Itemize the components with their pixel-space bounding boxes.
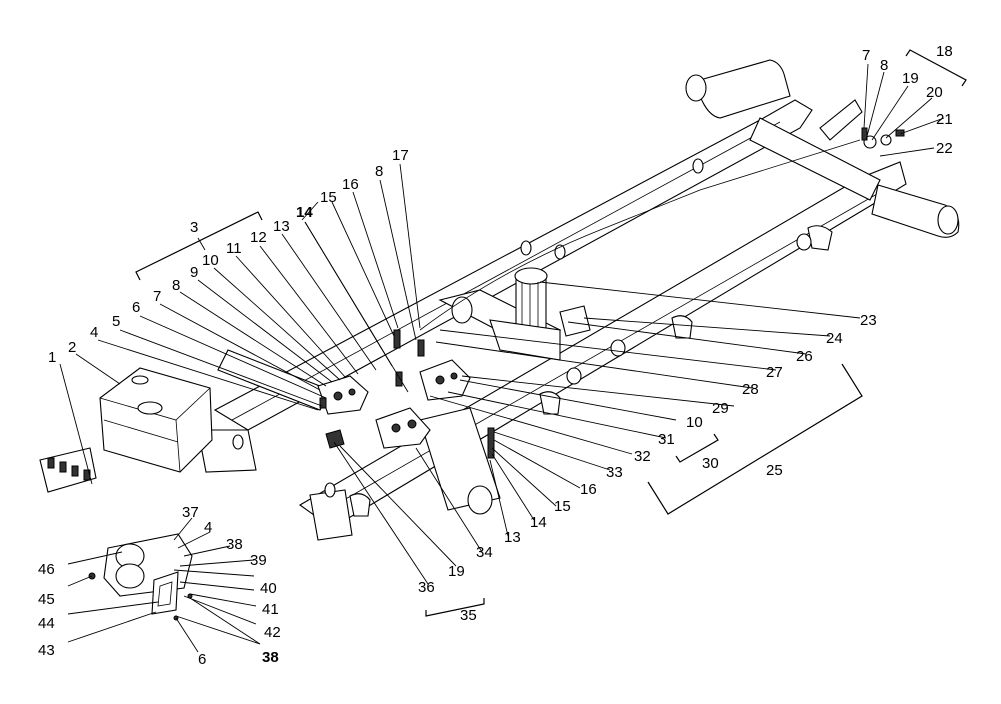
- callout-40: 40: [260, 580, 277, 597]
- callout-31: 31: [658, 431, 675, 448]
- part-24-valve: [559, 305, 591, 337]
- callout-27: 27: [766, 364, 783, 381]
- callout-36: 36: [418, 579, 435, 596]
- callout-38: 38: [226, 536, 243, 553]
- callout-22: 22: [936, 140, 953, 157]
- part-34-distributor: [375, 407, 431, 449]
- callout-24: 24: [826, 330, 843, 347]
- bracket-30: [675, 433, 719, 463]
- callout-44: 44: [38, 615, 55, 632]
- callout-7: 7: [153, 288, 161, 305]
- callout-9: 9: [190, 264, 198, 281]
- bolt-stacks: [319, 329, 495, 459]
- callout-19-lower: 19: [448, 563, 465, 580]
- callout-21: 21: [936, 111, 953, 128]
- callout-42: 42: [264, 624, 281, 641]
- callout-8-rear: 8: [880, 57, 888, 74]
- callout-33: 33: [606, 464, 623, 481]
- callout-5: 5: [112, 313, 120, 330]
- leader-lines: [59, 63, 945, 653]
- callout-15-lower: 15: [554, 498, 571, 515]
- callout-6-pump: 6: [198, 651, 206, 668]
- tractor-frame-drawing: [197, 59, 960, 541]
- callout-1: 1: [48, 349, 56, 366]
- callout-11: 11: [226, 240, 242, 257]
- callout-46: 46: [38, 561, 55, 578]
- callout-43: 43: [38, 642, 55, 659]
- callout-4-pump: 4: [204, 519, 212, 536]
- callout-8-middle: 8: [375, 163, 383, 180]
- callout-15: 15: [320, 189, 337, 206]
- bracket-3: [135, 211, 263, 281]
- callout-45: 45: [38, 591, 55, 608]
- bracket-35: [425, 598, 485, 617]
- callout-4: 4: [90, 324, 98, 341]
- part-3-valve-block: [317, 375, 369, 415]
- callout-13-lower: 13: [504, 529, 521, 546]
- part-1-manifold-block: [39, 447, 97, 493]
- callout-26: 26: [796, 348, 813, 365]
- callout-3: 3: [190, 219, 198, 236]
- callout-19: 19: [902, 70, 919, 87]
- callout-17: 17: [392, 147, 409, 164]
- callout-28: 28: [742, 381, 759, 398]
- bracket-18: [905, 49, 967, 87]
- callout-labels: 1 2 3 4 5 6 7 8 9 10 11 12 13 14 15 16 8…: [38, 43, 953, 668]
- callout-16: 16: [342, 176, 359, 193]
- callout-38-bold: 38: [262, 649, 279, 666]
- callout-10-right: 10: [686, 414, 703, 431]
- callout-37: 37: [182, 504, 199, 521]
- callout-13: 13: [273, 218, 290, 235]
- callout-35: 35: [460, 607, 477, 624]
- part-36-fitting: [325, 429, 345, 449]
- callout-18: 18: [936, 43, 953, 60]
- callout-23: 23: [860, 312, 877, 329]
- callout-20: 20: [926, 84, 943, 101]
- part-30-valve-assembly: [419, 359, 471, 401]
- callout-25: 25: [766, 462, 783, 479]
- parts-drawing: [39, 127, 905, 621]
- callout-39: 39: [250, 552, 267, 569]
- part-2-oil-tank: [99, 367, 213, 473]
- part-37-pump-assembly: [88, 533, 193, 621]
- callout-2: 2: [68, 339, 76, 356]
- callout-6: 6: [132, 299, 140, 316]
- callout-32: 32: [634, 448, 651, 465]
- callout-34: 34: [476, 544, 493, 561]
- callout-14-lower: 14: [530, 514, 547, 531]
- bracket-25: [647, 363, 863, 515]
- group-brackets: [135, 49, 967, 617]
- callout-14: 14: [296, 204, 313, 221]
- callout-12: 12: [250, 229, 267, 246]
- callout-16-lower: 16: [580, 481, 597, 498]
- callout-41: 41: [262, 601, 279, 618]
- callout-29: 29: [712, 400, 729, 417]
- callout-30: 30: [702, 455, 719, 472]
- callout-10: 10: [202, 252, 219, 269]
- callout-7-rear: 7: [862, 47, 870, 64]
- callout-8: 8: [172, 277, 180, 294]
